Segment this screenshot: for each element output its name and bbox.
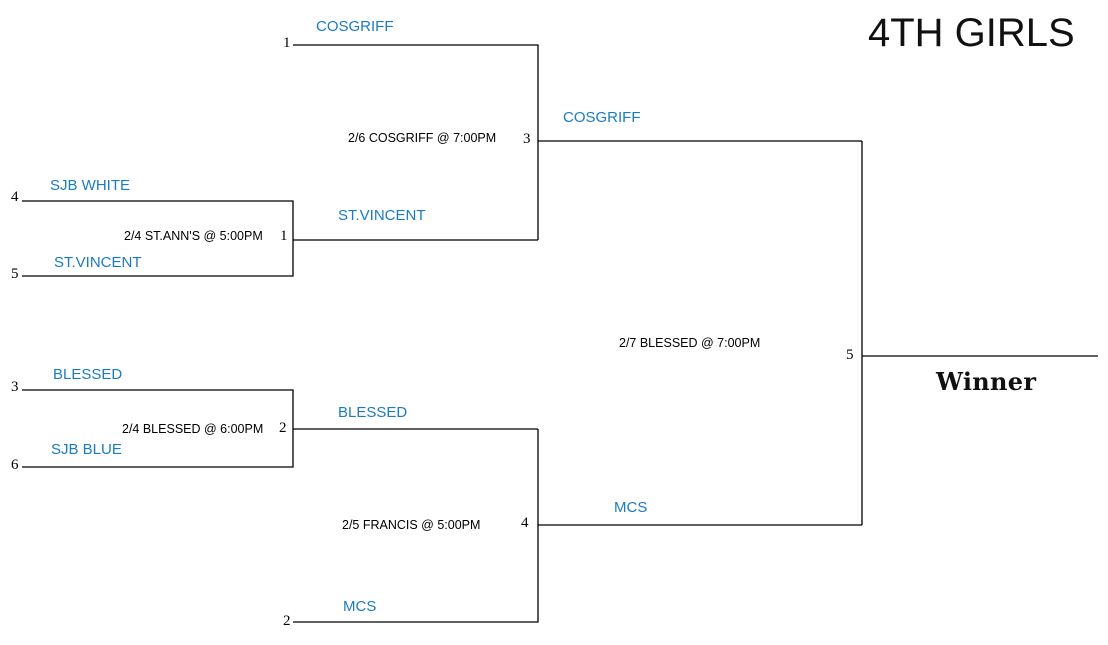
seed-number: 1	[283, 35, 291, 51]
game-label: 2/4 BLESSED @ 6:00PM	[122, 422, 264, 436]
team-name: COSGRIFF	[316, 18, 394, 35]
page-title: 4TH GIRLS	[868, 11, 1075, 55]
team-name: SJB BLUE	[51, 441, 122, 458]
game-number: 5	[846, 347, 854, 363]
seed-number: 5	[11, 266, 19, 282]
game-label: 2/5 FRANCIS @ 5:00PM	[342, 518, 481, 532]
seed-number: 3	[11, 379, 19, 395]
team-name: COSGRIFF	[563, 109, 641, 126]
game-label: 2/4 ST.ANN'S @ 5:00PM	[124, 229, 263, 243]
seed-number: 2	[283, 613, 291, 629]
team-name: BLESSED	[53, 366, 123, 383]
seed-number: 6	[11, 457, 19, 473]
bracket-line-game-1	[22, 200, 538, 277]
team-name: MCS	[614, 499, 648, 516]
team-name: ST.VINCENT	[54, 254, 142, 271]
game-number: 1	[280, 228, 288, 244]
bracket-line-game-5	[861, 141, 1098, 525]
game-number: 4	[521, 515, 529, 531]
game-label: 2/6 COSGRIFF @ 7:00PM	[348, 131, 497, 145]
bracket-line-game-4	[293, 429, 862, 623]
game-label: 2/7 BLESSED @ 7:00PM	[619, 336, 761, 350]
game-number: 3	[523, 131, 531, 147]
team-name: SJB WHITE	[50, 177, 131, 194]
team-name: BLESSED	[338, 404, 408, 421]
team-name: ST.VINCENT	[338, 207, 426, 224]
team-name: MCS	[343, 598, 377, 615]
winner-label: Winner	[936, 367, 1037, 396]
game-number: 2	[279, 420, 287, 436]
seed-number: 4	[11, 189, 19, 205]
bracket-line-game-3	[293, 44, 862, 240]
bracket-line-game-2	[22, 389, 538, 468]
